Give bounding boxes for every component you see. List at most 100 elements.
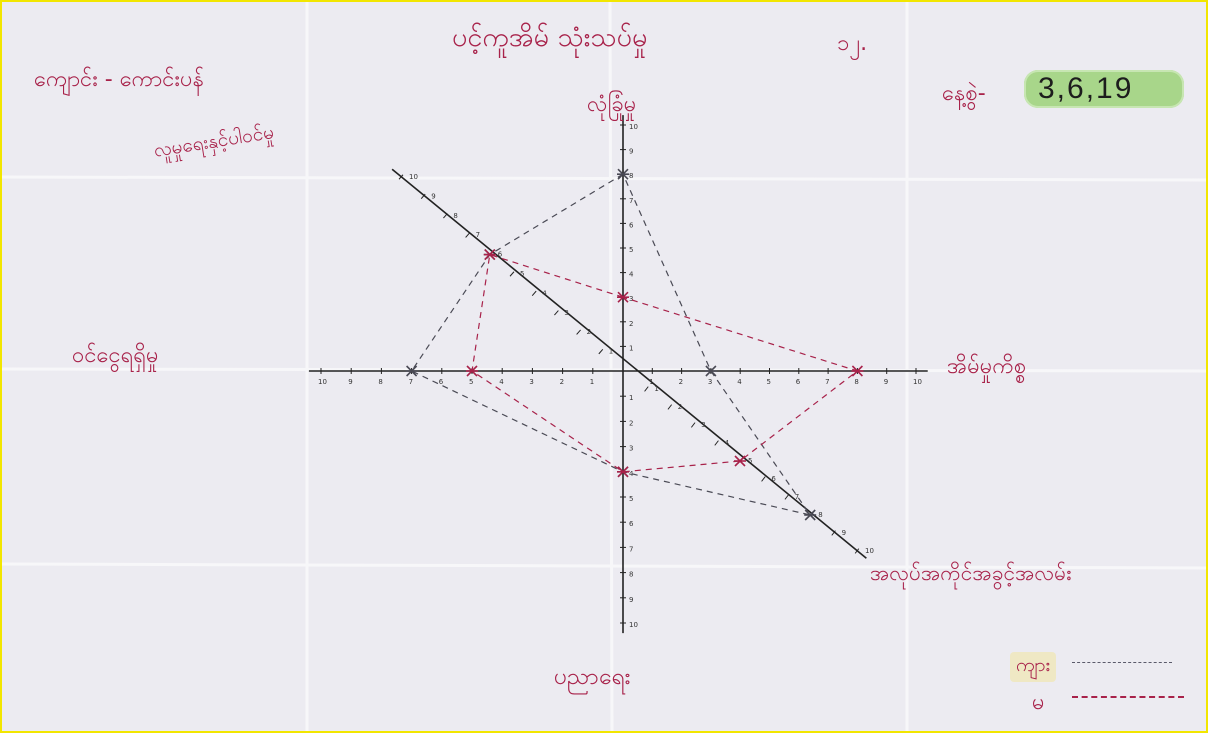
tick-diagonal_top-1	[598, 349, 604, 355]
scale-label-diagonal_bottom-3: 3	[701, 421, 705, 429]
series-group	[405, 168, 864, 521]
series-point-male-left	[405, 365, 418, 377]
scale-label-top-4: 4	[629, 271, 634, 279]
axis-label-right: အိမ်မှုကိစ္စ	[947, 354, 1027, 379]
school-label: ကျောင်း - ကောင်းပန်	[34, 67, 204, 92]
scale-label-diagonal_top-8: 8	[453, 212, 457, 220]
series-point-male-diagonal_bottom	[804, 509, 817, 521]
date-value: 3,6,19	[1038, 72, 1134, 105]
scale-label-diagonal_top-7: 7	[476, 231, 480, 239]
scale-label-diagonal_top-6: 6	[498, 251, 503, 259]
series-point-female-diagonal_bottom	[734, 455, 746, 467]
series-point-male-right	[704, 365, 717, 377]
scale-label-bottom-6: 6	[629, 520, 634, 528]
scale-label-diagonal_top-2: 2	[587, 328, 591, 336]
scale-label-diagonal_bottom-9: 9	[842, 529, 846, 537]
scale-label-top-9: 9	[629, 148, 633, 156]
scale-label-left-5: 5	[469, 378, 473, 386]
scale-label-diagonal_top-10: 10	[409, 173, 418, 181]
scale-label-left-8: 8	[378, 378, 382, 386]
tick-diagonal_bottom-10	[854, 548, 860, 554]
series-line-female	[471, 253, 859, 473]
ticks-group: 1 2 3 4 5 6 7 8 9 10 1 2 3 4 5 6 7 8 9 10 1 2 3 4 5 6 7 8 9 10 1 2 3 4 5 6 7…	[318, 123, 922, 629]
tick-diagonal_bottom-6	[761, 476, 766, 482]
scale-label-left-9: 9	[348, 378, 352, 386]
scale-label-right-3: 3	[708, 378, 712, 386]
scale-label-bottom-8: 8	[629, 571, 633, 579]
scale-label-bottom-1: 1	[629, 394, 633, 402]
scale-label-right-9: 9	[884, 378, 888, 386]
scale-label-top-8: 8	[629, 172, 633, 180]
axis-label-top: လုံခြုံမှု	[587, 92, 637, 117]
scale-label-diagonal_bottom-8: 8	[818, 511, 822, 519]
tick-diagonal_bottom-9	[831, 530, 836, 536]
tick-diagonal_bottom-2	[667, 404, 673, 410]
scale-label-diagonal_top-3: 3	[564, 309, 568, 317]
legend-female-label: မ	[1032, 690, 1045, 715]
series-point-female-bottom	[617, 466, 629, 478]
scale-label-top-5: 5	[629, 246, 633, 254]
scale-label-diagonal_bottom-2: 2	[678, 403, 682, 411]
scale-label-bottom-5: 5	[629, 495, 633, 503]
scale-label-bottom-9: 9	[629, 596, 633, 604]
scale-label-right-6: 6	[796, 378, 801, 386]
series-point-female-left	[466, 365, 478, 377]
scale-label-left-6: 6	[439, 378, 444, 386]
scale-label-right-2: 2	[679, 378, 683, 386]
scale-label-right-10: 10	[913, 378, 922, 386]
tick-diagonal_top-9	[420, 193, 426, 199]
scale-label-diagonal_top-9: 9	[431, 192, 435, 200]
tick-diagonal_top-7	[465, 232, 470, 238]
scale-label-diagonal_bottom-6: 6	[771, 475, 776, 483]
scale-label-top-2: 2	[629, 320, 633, 328]
series-point-female-right	[851, 365, 864, 377]
scale-label-bottom-3: 3	[629, 445, 633, 453]
tick-diagonal_top-2	[576, 329, 581, 335]
scale-label-top-3: 3	[629, 295, 633, 303]
legend-male-label: ကျား	[1010, 652, 1057, 682]
page-title: ပင့်ကူအိမ် သုံးသပ်မှု	[452, 22, 648, 53]
scale-label-top-7: 7	[629, 197, 633, 205]
tick-diagonal_top-10	[398, 174, 404, 180]
scale-label-right-4: 4	[737, 378, 742, 386]
tick-diagonal_bottom-4	[714, 440, 719, 446]
tick-diagonal_top-3	[554, 310, 559, 316]
scale-label-right-5: 5	[767, 378, 771, 386]
legend-female-line	[1072, 696, 1184, 698]
scale-label-diagonal_bottom-10: 10	[865, 547, 874, 555]
scale-label-left-3: 3	[529, 378, 533, 386]
legend-male-line	[1072, 662, 1172, 663]
scale-label-top-1: 1	[629, 344, 633, 352]
date-highlight	[1024, 70, 1184, 108]
scale-label-left-2: 2	[560, 378, 564, 386]
scale-label-bottom-7: 7	[629, 545, 633, 553]
scale-label-diagonal_top-5: 5	[520, 270, 524, 278]
series-point-male-top	[617, 168, 629, 180]
series-point-female-top	[617, 291, 629, 303]
tick-diagonal_bottom-1	[644, 386, 649, 392]
scale-label-left-10: 10	[318, 378, 327, 386]
tick-diagonal_bottom-3	[690, 422, 696, 428]
scale-label-right-1: 1	[649, 378, 653, 386]
scale-label-diagonal_top-1: 1	[609, 348, 613, 356]
scale-label-diagonal_bottom-4: 4	[725, 439, 730, 447]
scale-label-diagonal_bottom-5: 5	[748, 457, 752, 465]
scale-label-diagonal_bottom-1: 1	[654, 385, 658, 393]
axis-label-bottom: ပညာရေး	[554, 664, 631, 690]
sheet-number: ၁၂.	[837, 31, 868, 56]
tick-diagonal_top-4	[531, 290, 537, 296]
scale-label-left-4: 4	[499, 378, 504, 386]
tick-diagonal_bottom-7	[784, 494, 790, 500]
scale-label-diagonal_top-4: 4	[542, 289, 547, 297]
scale-label-top-6: 6	[629, 221, 634, 229]
scale-label-right-7: 7	[825, 378, 829, 386]
scale-label-left-7: 7	[409, 378, 413, 386]
scale-label-right-8: 8	[854, 378, 858, 386]
date-label: နေ့စွဲ-	[942, 81, 986, 106]
tick-diagonal_top-5	[509, 271, 515, 277]
tick-diagonal_top-8	[443, 213, 448, 219]
axis-label-diagonal-bottom: အလုပ်အကိုင်အခွင့်အလမ်း	[870, 561, 1072, 585]
